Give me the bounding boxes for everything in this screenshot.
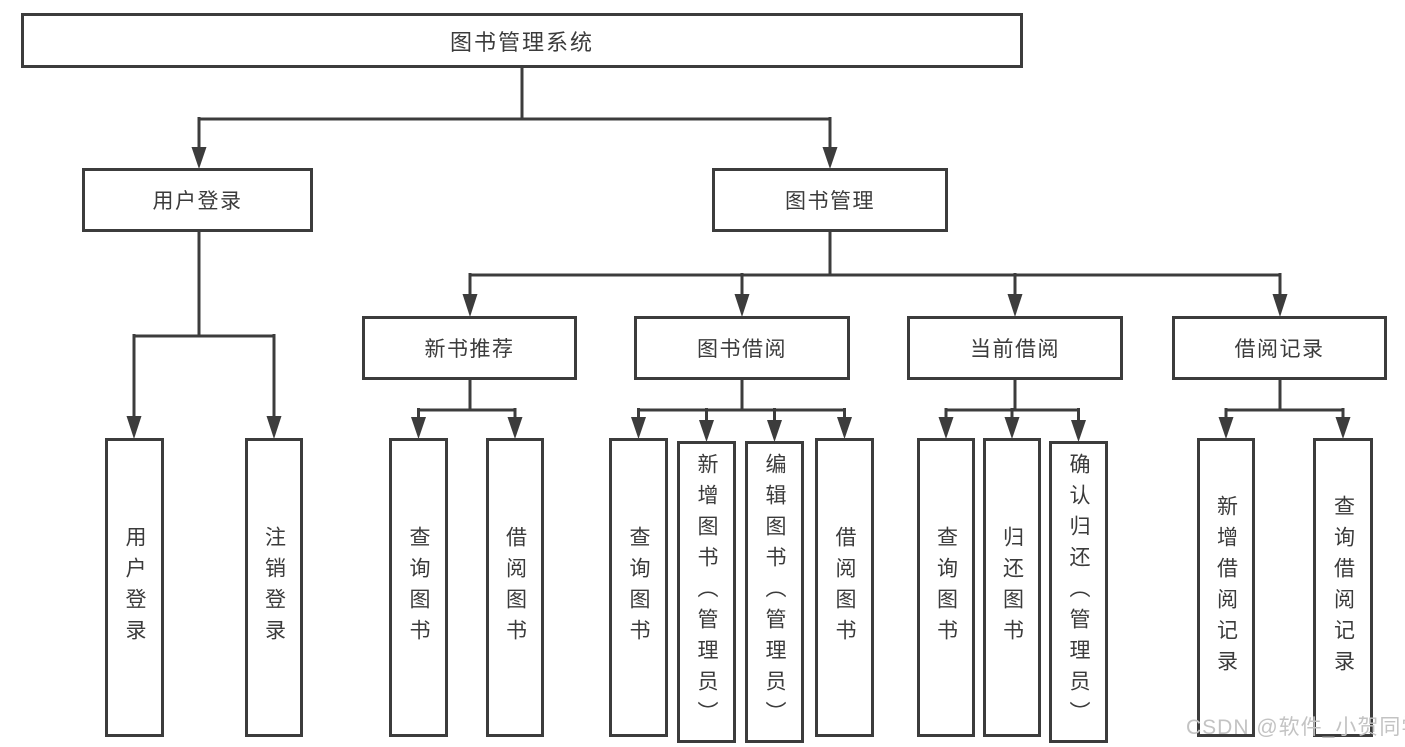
node-borrowing-records: 借阅记录 [1172,316,1387,380]
arrowheads [126,147,1351,442]
csdn-watermark: CSDN @软件_小贺同学 [1186,716,1405,739]
leaf-logout: 注销登录 [245,438,303,737]
node-label: 图书借阅 [697,338,787,361]
node-label: 用户登录 [152,190,243,213]
leaf-query-books-2: 查询图书 [609,438,668,737]
leaf-edit-books-admin: 编辑图书（管理员） [745,441,804,743]
node-label: 查询图书 [934,525,958,650]
leaf-add-books-admin: 新增图书（管理员） [677,441,736,743]
leaf-query-books-3: 查询图书 [917,438,975,737]
connector-current-borrowing-to-leaves [944,380,1080,421]
node-label: 编辑图书（管理员） [763,452,786,732]
node-library-management-system: 图书管理系统 [21,13,1023,68]
node-user-login: 用户登录 [82,168,313,232]
node-label: 查询借阅记录 [1331,494,1355,681]
connector-book-management-to-level3 [468,232,1282,295]
leaf-query-borrow-record: 查询借阅记录 [1313,438,1373,737]
node-new-book-recommendation: 新书推荐 [362,316,577,380]
node-label: 借阅图书 [503,525,527,650]
node-label: 新增图书（管理员） [695,452,718,732]
node-label: 借阅记录 [1234,338,1325,361]
node-label: 归还图书 [1000,525,1024,650]
connector-user-login-to-leaves [132,232,276,417]
node-label: 新书推荐 [424,338,515,361]
leaf-add-borrow-record: 新增借阅记录 [1197,438,1255,737]
node-label: 借阅图书 [833,525,856,650]
leaf-borrow-books-2: 借阅图书 [815,438,874,737]
node-book-management: 图书管理 [712,168,948,232]
node-label: 查询图书 [627,525,650,650]
node-label: 当前借阅 [970,338,1060,361]
leaf-borrow-books-1: 借阅图书 [486,438,544,737]
node-label: 查询图书 [407,525,430,650]
leaf-query-books-1: 查询图书 [389,438,448,737]
node-book-borrowing: 图书借阅 [634,316,850,380]
connector-book-borrowing-to-leaves [637,380,846,421]
node-label: 用户登录 [123,525,146,650]
node-label: 新增借阅记录 [1214,494,1238,681]
leaf-return-books: 归还图书 [983,438,1041,737]
leaf-confirm-return-admin: 确认归还（管理员） [1049,441,1108,743]
node-current-borrowing: 当前借阅 [907,316,1123,380]
node-label: 确认归还（管理员） [1067,452,1090,732]
node-label: 注销登录 [262,525,286,650]
connector-root-to-level2 [197,66,832,148]
node-label: 图书管理 [785,190,875,213]
node-label: 图书管理系统 [449,29,594,55]
connector-borrowing-records-to-leaves [1224,380,1345,418]
leaf-user-login: 用户登录 [105,438,164,737]
connector-new-book-recommendation-to-leaves [417,380,517,418]
